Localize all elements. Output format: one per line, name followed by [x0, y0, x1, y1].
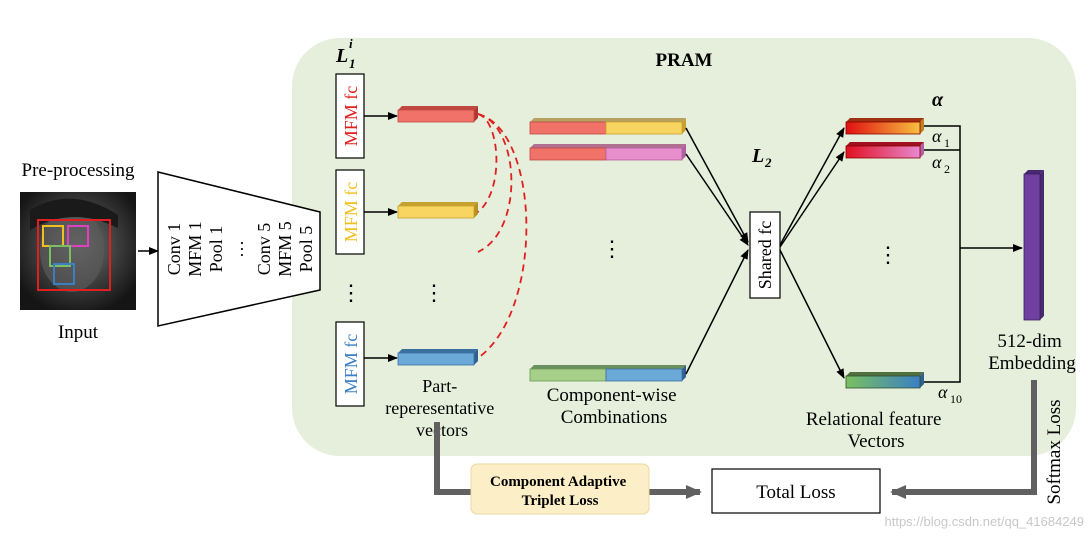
- svg-text:Conv 1: Conv 1: [164, 223, 184, 276]
- arrows-to-shared-fc: [685, 127, 749, 375]
- svg-text:L: L: [751, 145, 764, 167]
- svg-text:MFM fc: MFM fc: [341, 86, 361, 147]
- svg-text:Total Loss: Total Loss: [756, 482, 835, 503]
- embedding-bar: [1023, 170, 1044, 321]
- conv1-label: Conv 1: [164, 223, 184, 276]
- preprocessing-label: Pre-processing: [22, 160, 135, 181]
- svg-text:2: 2: [764, 155, 772, 170]
- svg-text:Conv 5: Conv 5: [254, 223, 274, 276]
- embedding-label: 512-dim Embedding: [988, 331, 1076, 374]
- svg-text:α: α: [938, 382, 948, 402]
- mfm-fc-red: MFM fc: [335, 73, 365, 159]
- part-vectors-label: Part- reperesentative vectors: [385, 376, 498, 440]
- component-adaptive-loss-box: Component Adaptive Triplet Loss: [470, 463, 650, 515]
- relational-label: Relational feature Vectors: [806, 409, 946, 452]
- input-face-image: [20, 192, 136, 310]
- svg-text:1: 1: [944, 136, 950, 150]
- shared-fc-box: Shared fc: [749, 211, 781, 299]
- svg-text:MFM 5: MFM 5: [275, 221, 295, 277]
- mfm-vdots: ⋮: [340, 280, 362, 305]
- part-vector-red: [397, 106, 478, 123]
- alpha-2-label: α 2: [932, 152, 950, 176]
- svg-text:2: 2: [944, 162, 950, 176]
- conv5-label: Conv 5: [254, 223, 274, 276]
- combo-red-yellow: [529, 118, 686, 135]
- cnn-layers-text: Conv 1 MFM 1 Pool 1 … Conv 5 MFM 5 Pool …: [164, 221, 316, 277]
- relational-vector-10: [845, 372, 924, 389]
- arrows-from-shared-fc: [779, 127, 845, 379]
- svg-text:MFM fc: MFM fc: [341, 334, 361, 395]
- pool5-label: Pool 5: [296, 226, 316, 273]
- combo-red-pink: [529, 144, 686, 161]
- pool1-label: Pool 1: [206, 226, 226, 273]
- part-vdots: ⋮: [423, 280, 445, 305]
- relational-vdots: ⋮: [877, 242, 899, 267]
- svg-text:1: 1: [349, 56, 356, 71]
- alpha-label: α: [932, 89, 944, 111]
- pram-title: PRAM: [656, 50, 713, 71]
- alpha-connectors: [924, 125, 1023, 383]
- combo-green-blue: [529, 365, 686, 382]
- softmax-loss-label: Softmax Loss: [1044, 399, 1065, 504]
- part-vector-yellow: [397, 202, 478, 219]
- svg-text:Pool 5: Pool 5: [296, 226, 316, 273]
- svg-text:MFM 1: MFM 1: [185, 221, 205, 277]
- mfm5-label: MFM 5: [275, 221, 295, 277]
- combo-vdots: ⋮: [601, 236, 623, 261]
- mfm-fc-blue: MFM fc: [335, 321, 365, 407]
- svg-text:MFM fc: MFM fc: [341, 182, 361, 243]
- svg-text:α: α: [932, 152, 942, 172]
- part-vector-blue: [397, 349, 478, 366]
- mfm1-label: MFM 1: [185, 221, 205, 277]
- dashed-relations: [477, 113, 528, 359]
- svg-text:L: L: [335, 45, 348, 67]
- svg-text:Shared fc: Shared fc: [755, 221, 775, 289]
- watermark: https://blog.csdn.net/qq_41684249: [885, 514, 1085, 529]
- svg-text:i: i: [349, 36, 353, 51]
- alpha-1-label: α 1: [932, 126, 950, 150]
- mfm-fc-yellow: MFM fc: [335, 169, 365, 255]
- l2-label: L 2: [751, 145, 772, 170]
- relational-vector-2: [845, 142, 924, 159]
- alpha-10-label: α 10: [938, 382, 962, 406]
- l1-label: L 1 i: [335, 36, 356, 71]
- cnn-trapezoid: [157, 171, 321, 327]
- relational-vector-1: [845, 118, 924, 135]
- total-loss-box: Total Loss: [711, 468, 881, 514]
- component-wise-label: Component-wise Combinations: [547, 385, 682, 428]
- conv-dots-label: …: [227, 240, 247, 258]
- svg-text:10: 10: [950, 392, 962, 406]
- input-label: Input: [58, 322, 99, 343]
- svg-text:α: α: [932, 126, 942, 146]
- svg-text:…: …: [227, 240, 247, 258]
- svg-text:Component Adaptive Tripl: Component Adaptive Triplet Loss: [490, 474, 630, 509]
- svg-text:Pool 1: Pool 1: [206, 226, 226, 273]
